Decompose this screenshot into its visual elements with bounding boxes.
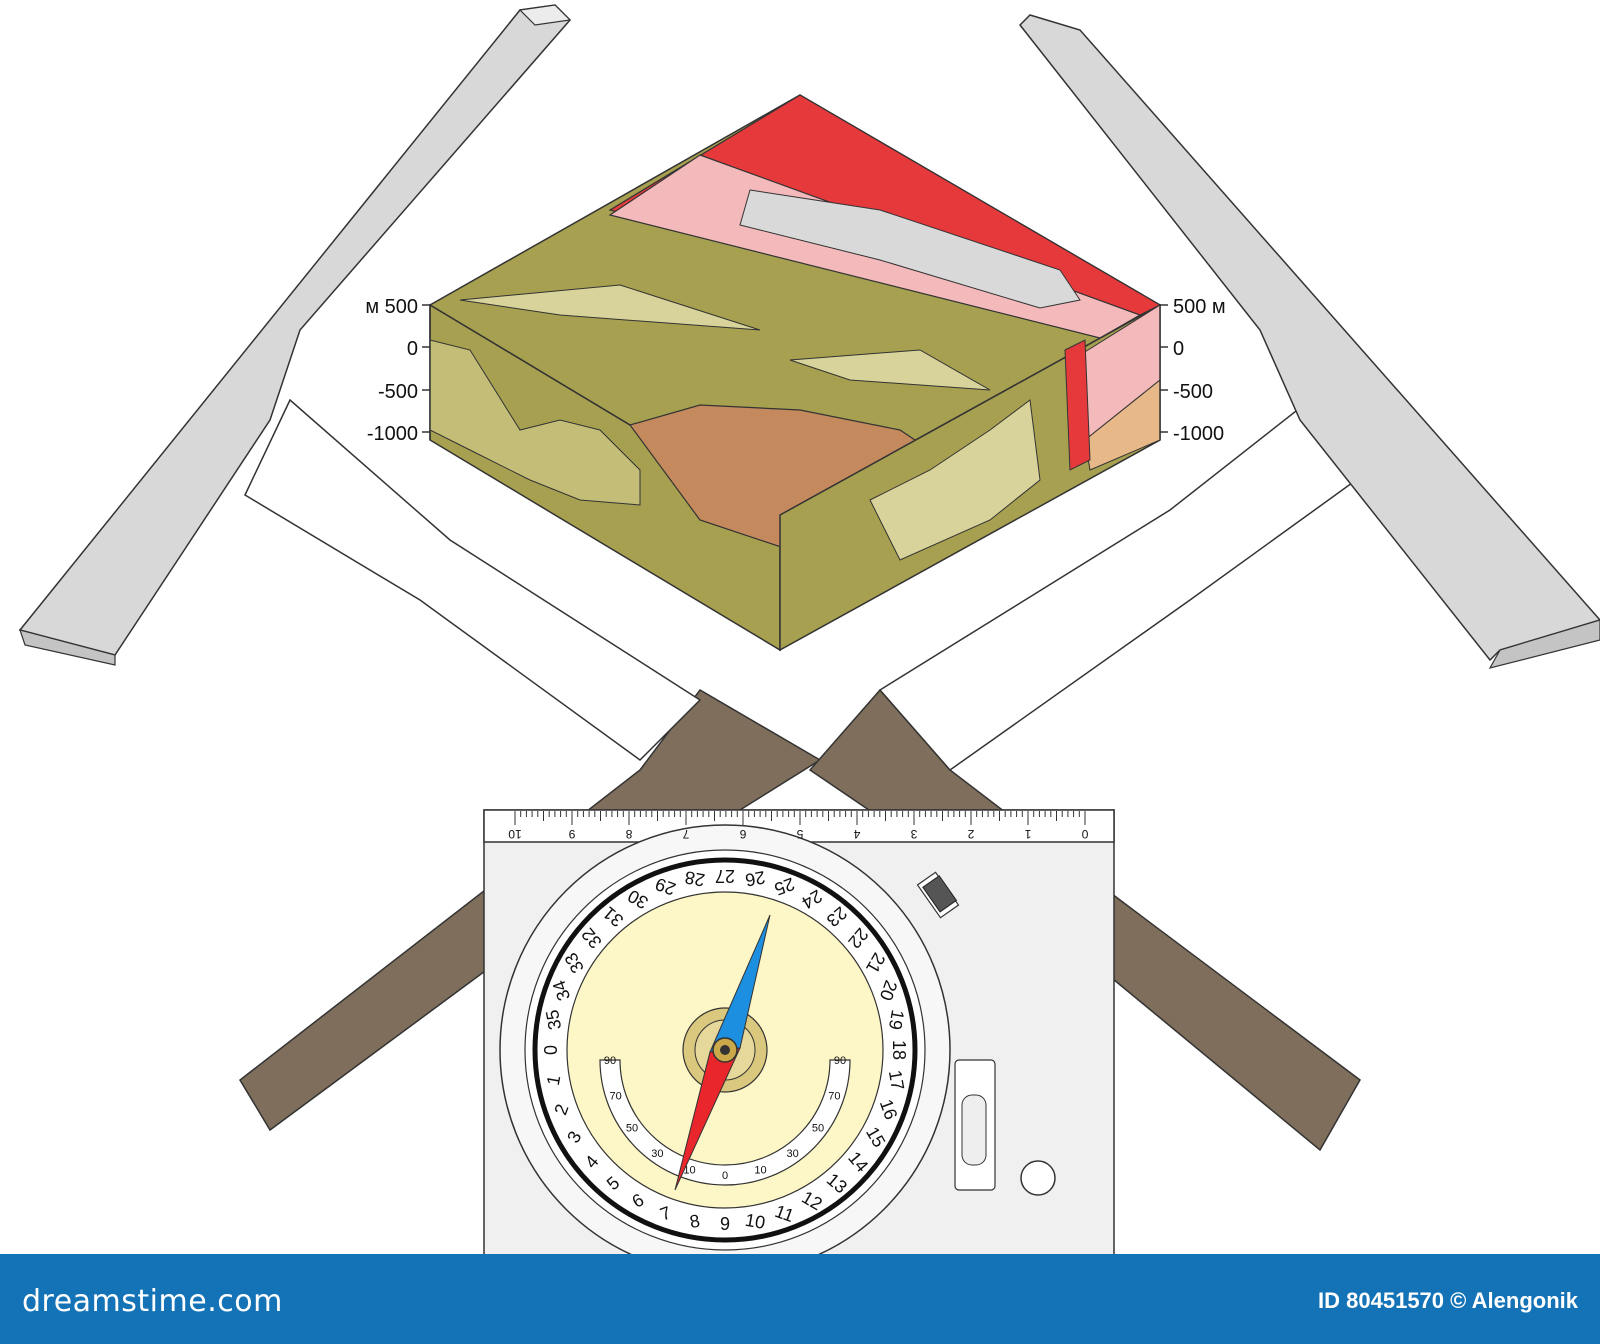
compass-ring-label: 35 — [542, 1008, 565, 1031]
geology-block — [428, 94, 1162, 652]
clinometer-label: 70 — [828, 1091, 840, 1103]
scale-right-minus500: -500 — [1173, 381, 1213, 403]
clinometer-label: 30 — [786, 1148, 798, 1160]
ruler-label: 5 — [796, 827, 803, 841]
image-id: ID 80451570 — [1318, 1288, 1445, 1313]
compass-ring-label: 9 — [720, 1214, 730, 1234]
compass-ring-label: 28 — [683, 867, 706, 890]
image-author: © Alengonik — [1450, 1288, 1578, 1313]
clinometer-label: 90 — [834, 1055, 846, 1067]
clinometer-label: 50 — [626, 1123, 638, 1135]
clinometer-labels: 90 70 50 30 10 0 10 30 50 70 90 — [604, 1055, 846, 1182]
clinometer-label: 90 — [604, 1055, 616, 1067]
compass-ring-label: 10 — [744, 1210, 767, 1233]
ruler-label: 9 — [568, 827, 575, 841]
left-pick-head — [18, 4, 702, 761]
image-credit: ID 80451570 © Alengonik — [1318, 1288, 1578, 1314]
ruler-label: 8 — [625, 827, 632, 841]
footer-bar: dreamstime.com ID 80451570 © Alengonik — [0, 1254, 1600, 1344]
clinometer-label: 30 — [651, 1148, 663, 1160]
clinometer-label: 10 — [683, 1164, 695, 1176]
scale-left-500: м 500 — [365, 296, 418, 318]
ruler-label: 1 — [1024, 827, 1031, 841]
ruler-label: 0 — [1081, 827, 1088, 841]
clinometer-arc — [599, 1059, 851, 1186]
compass-ring-label: 27 — [715, 866, 735, 886]
compass-ring-label: 26 — [744, 867, 767, 890]
scale-left-0: 0 — [407, 338, 418, 360]
ruler-label: 4 — [853, 827, 860, 841]
compass-body — [483, 809, 1115, 1276]
depth-scale-right: 500 м 0 -500 -1000 — [1159, 296, 1226, 445]
brand-logo-text[interactable]: dreamstime.com — [22, 1284, 283, 1319]
ruler-label: 3 — [910, 827, 917, 841]
ruler-ticks — [514, 811, 1086, 825]
scale-right-0: 0 — [1173, 338, 1184, 360]
scale-left-minus500: -500 — [378, 381, 418, 403]
clinometer-label: 10 — [754, 1164, 766, 1176]
compass-ring-label: 8 — [688, 1211, 701, 1232]
compass-ring-label: 1 — [543, 1074, 564, 1087]
clinometer-label: 50 — [812, 1123, 824, 1135]
ruler-label: 7 — [682, 827, 689, 841]
depth-scale-left: м 500 0 -500 -1000 — [365, 296, 431, 445]
compass-ring-label: 17 — [885, 1069, 908, 1092]
compass-ring-label: 19 — [885, 1008, 908, 1031]
right-pick-head — [878, 14, 1600, 772]
compass-ring-label: 0 — [541, 1045, 561, 1055]
ruler-label: 2 — [967, 827, 974, 841]
clinometer-label: 0 — [722, 1170, 728, 1182]
scale-left-minus1000: -1000 — [367, 423, 418, 445]
ruler-label: 6 — [739, 827, 746, 841]
compass-needle — [674, 914, 771, 1191]
scale-right-500: 500 м — [1173, 296, 1226, 318]
scale-right-minus1000: -1000 — [1173, 423, 1224, 445]
clinometer-label: 70 — [610, 1091, 622, 1103]
illustration: м 500 0 -500 -1000 500 м 0 -500 -1000 10… — [18, 4, 1600, 1276]
compass-ring-label: 18 — [889, 1040, 909, 1060]
ruler-label: 10 — [508, 827, 522, 841]
